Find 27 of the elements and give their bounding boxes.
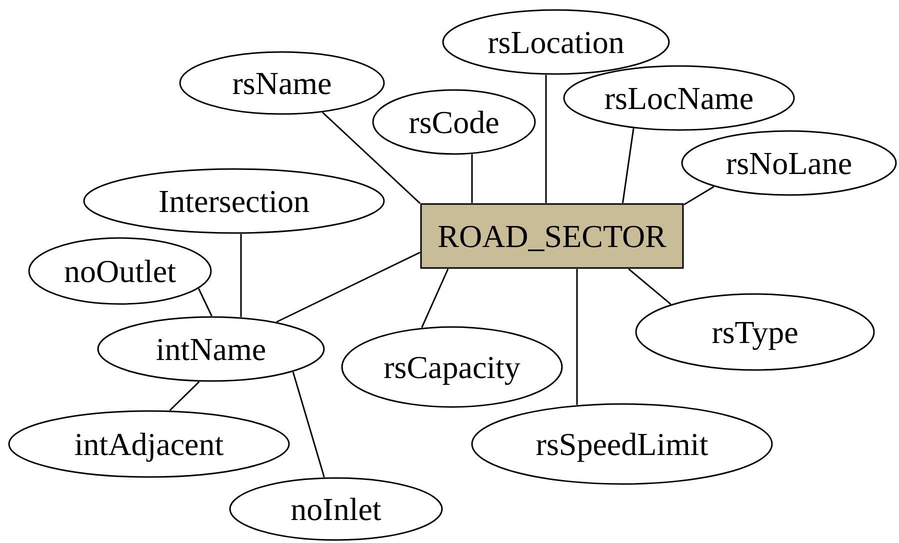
connector-line bbox=[684, 186, 714, 206]
attribute-name: rsSpeedLimit bbox=[536, 426, 708, 462]
connector-line bbox=[576, 269, 578, 405]
connector-line bbox=[198, 288, 212, 316]
attribute-name: rsLocation bbox=[488, 24, 624, 60]
connector-line bbox=[240, 234, 242, 318]
entity-name: ROAD_SECTOR bbox=[438, 218, 666, 254]
connector-line bbox=[421, 268, 449, 328]
attribute-name: rsCapacity bbox=[384, 348, 520, 386]
attribute-name: intAdjacent bbox=[74, 426, 224, 462]
attribute-name: rsLocName bbox=[604, 80, 754, 116]
attribute-name: rsName bbox=[232, 64, 332, 102]
connector-line bbox=[169, 381, 200, 411]
attribute-name: noOutlet bbox=[64, 252, 176, 290]
connector-line bbox=[292, 372, 325, 478]
connector-line bbox=[628, 268, 672, 305]
attribute-name: intName bbox=[156, 330, 266, 368]
connector-line bbox=[622, 128, 634, 204]
attribute-name: rsCode bbox=[408, 104, 500, 140]
connector-line bbox=[471, 154, 473, 203]
attribute-name: rsNoLane bbox=[726, 144, 852, 182]
attribute-name: noInlet bbox=[290, 490, 382, 528]
connector-line bbox=[322, 112, 421, 204]
attribute-name: Intersection bbox=[158, 182, 310, 220]
attribute-name: rsType bbox=[712, 314, 798, 350]
connector-line bbox=[276, 252, 420, 323]
connector-line bbox=[545, 74, 547, 203]
